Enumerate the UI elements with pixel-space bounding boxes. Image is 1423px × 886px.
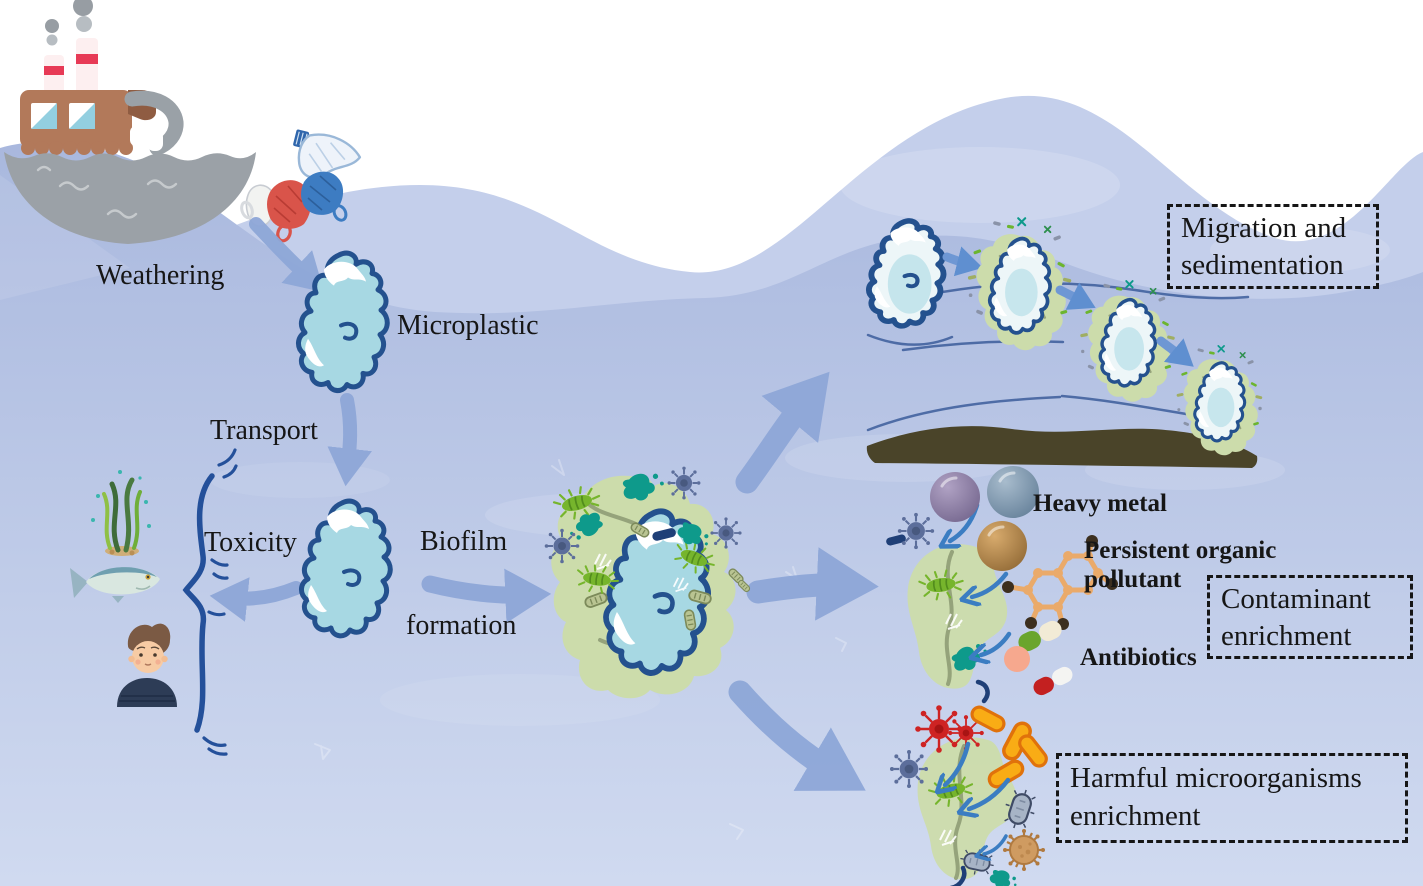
plastic-debris-icon — [240, 129, 362, 243]
label-transport: Transport — [210, 415, 318, 446]
biofilm-microplastic-icon — [543, 465, 752, 699]
callout-contaminant-line1: Contaminant — [1221, 583, 1371, 615]
label-weathering: Weathering — [96, 260, 225, 291]
callout-contaminant: Contaminant enrichment — [1207, 575, 1413, 659]
label-antibiotics: Antibiotics — [1080, 644, 1197, 671]
heavy-metal-icon — [930, 466, 1039, 571]
sediment-bed-icon — [866, 426, 1258, 468]
antibiotic-pills-icon — [1004, 620, 1073, 696]
label-biofilm-line1: Biofilm — [420, 526, 508, 557]
callout-migration: Migration and sedimentation — [1167, 204, 1379, 289]
migration-arrow-1 — [942, 246, 983, 277]
human-icon — [117, 623, 177, 707]
callout-contaminant-line2: enrichment — [1221, 620, 1352, 652]
biofilm-arrow — [421, 568, 552, 623]
fish-icon — [70, 567, 160, 603]
harmful-scene — [888, 703, 1051, 886]
label-heavy-metal: Heavy metal — [1033, 490, 1167, 517]
migration-microplastic-1 — [869, 221, 944, 326]
callout-migration-line1: Migration and — [1181, 212, 1347, 244]
callout-harmful-line2: enrichment — [1070, 800, 1201, 832]
ship-icon — [4, 0, 256, 244]
callout-harmful-line1: Harmful microorganisms — [1070, 762, 1362, 794]
arrow-to-harmful — [728, 680, 866, 791]
process-arrows — [209, 217, 879, 791]
brace — [182, 448, 238, 756]
transport-arrow — [327, 393, 372, 487]
arrow-to-migration — [735, 371, 830, 494]
contaminant-scene — [886, 466, 1118, 704]
label-toxicity: Toxicity — [204, 527, 297, 558]
coronavirus-icon — [1001, 827, 1047, 873]
waste-discharge-pipe-icon — [124, 90, 184, 156]
arrow-to-contaminant — [746, 547, 879, 621]
migration-arrow-2 — [1055, 282, 1096, 310]
label-pop-line2: pollutant — [1084, 566, 1182, 593]
label-biofilm-line2: formation — [406, 610, 517, 641]
callout-harmful: Harmful microorganisms enrichment — [1056, 753, 1408, 843]
toxicity-arrow — [209, 577, 303, 622]
seaweed-icon — [91, 470, 151, 556]
label-microplastic: Microplastic — [397, 310, 539, 341]
callout-migration-line2: sedimentation — [1181, 249, 1344, 281]
slate-virus-icon — [666, 465, 702, 501]
migration-arrow-3 — [1156, 336, 1194, 367]
label-pop-line1: Persistent organic — [1084, 537, 1277, 564]
colonization-arrows — [945, 741, 1011, 854]
migration-scene — [867, 218, 1263, 468]
weathering-arrow — [249, 217, 325, 293]
